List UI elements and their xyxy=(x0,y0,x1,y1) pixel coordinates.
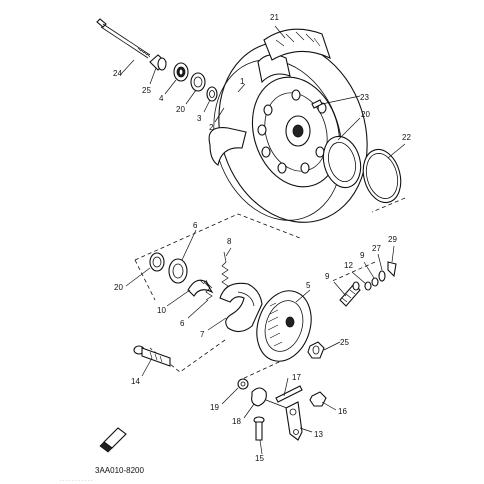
lever-bolt xyxy=(253,416,265,441)
part-label-24: 23 xyxy=(360,93,369,102)
label-3: 3 xyxy=(197,114,202,123)
bearing-lower xyxy=(149,252,165,272)
label-27: 25 xyxy=(142,86,151,95)
label-15: 15 xyxy=(255,454,264,463)
label-20b: 20 xyxy=(114,283,123,292)
label-14: 14 xyxy=(131,377,140,386)
wheel-assembly xyxy=(208,28,368,223)
bearing-upper xyxy=(190,72,206,92)
axle-nut xyxy=(307,341,325,359)
label-9c: 9 xyxy=(360,251,365,260)
front-arrow-icon xyxy=(99,427,127,453)
label-17: 17 xyxy=(292,373,301,382)
wheel-bolt xyxy=(133,345,171,367)
footer-note: · · · · · · · · · · · xyxy=(60,478,93,484)
label-25b: 25 xyxy=(340,338,349,347)
wear-indicator xyxy=(275,385,303,403)
label-23: 22 xyxy=(402,133,411,142)
rim-band xyxy=(322,135,362,189)
label-4: 4 xyxy=(159,94,164,103)
spacer xyxy=(206,86,218,102)
label-7: 7 xyxy=(200,330,205,339)
label-29: 29 xyxy=(388,235,397,244)
oil-seal xyxy=(173,62,189,82)
washer-12 xyxy=(364,281,372,291)
label-26: 24 xyxy=(113,69,122,78)
label-11: 10 xyxy=(157,306,166,315)
diagram-code: 3AA010-8200 xyxy=(95,466,144,475)
label-6-lower: 6 xyxy=(180,319,185,328)
cam-lever xyxy=(285,401,303,441)
seal-lower xyxy=(168,258,188,284)
pin-29 xyxy=(387,261,397,278)
label-12: 12 xyxy=(344,261,353,270)
label-10: 9 xyxy=(325,272,330,281)
washer-19 xyxy=(237,378,249,390)
part-labels: 24 25 4 20 3 2 1 21 xyxy=(113,13,411,463)
cam-lever-nut xyxy=(309,391,327,407)
brake-shoe xyxy=(219,282,263,333)
leader-lines xyxy=(120,25,406,455)
label-28: 27 xyxy=(372,244,381,253)
torsion-spring xyxy=(251,387,293,411)
axle xyxy=(96,18,151,59)
label-5: 5 xyxy=(306,281,311,290)
label-18: 18 xyxy=(232,417,241,426)
camshaft xyxy=(339,281,361,307)
inner-ring xyxy=(362,148,402,204)
label-1: 1 xyxy=(240,77,245,86)
label-20-upper: 20 xyxy=(176,105,185,114)
label-16: 16 xyxy=(338,407,347,416)
washer-9 xyxy=(371,277,379,287)
label-13: 13 xyxy=(314,430,323,439)
label-6-upper: 6 xyxy=(193,221,198,230)
collar xyxy=(149,54,167,71)
label-8: 8 xyxy=(227,237,232,246)
label-21: 20 xyxy=(361,110,370,119)
label-22: 21 xyxy=(270,13,279,22)
washer-28 xyxy=(378,270,386,282)
label-19: 19 xyxy=(210,403,219,412)
label-2: 2 xyxy=(209,123,214,132)
brake-plate xyxy=(256,290,312,362)
